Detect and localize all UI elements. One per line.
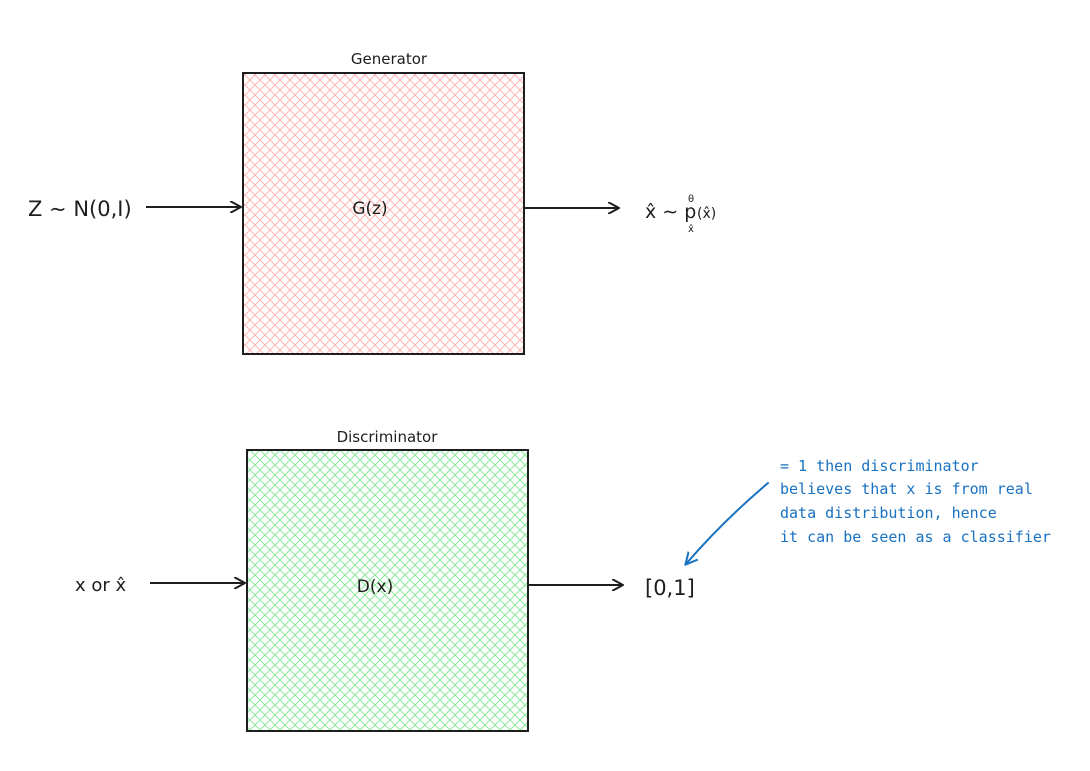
- annotation-line: it can be seen as a classifier: [780, 528, 1051, 546]
- generator-box: [242, 72, 525, 355]
- generator-input-label: Z ∼ N(0,I): [28, 197, 132, 221]
- discriminator-function-label: D(x): [357, 577, 393, 597]
- annotation-line: data distribution, hence: [780, 504, 997, 522]
- generator-output-subscript: x̂: [688, 223, 694, 235]
- discriminator-input-label: x or x̂: [75, 575, 127, 596]
- discriminator-block: Discriminator D(x): [246, 428, 529, 732]
- generator-output-argument: (x̂): [697, 206, 716, 222]
- discriminator-box: [246, 449, 529, 732]
- annotation-arrow: [686, 482, 769, 564]
- annotation-line: = 1 then discriminator: [780, 457, 979, 475]
- generator-output-superscript: θ: [688, 194, 694, 205]
- generator-output-main: x̂ ∼ p: [645, 201, 696, 223]
- discriminator-output-label: [0,1]: [645, 576, 695, 600]
- discriminator-title: Discriminator: [337, 428, 439, 446]
- annotation-note: = 1 then discriminator believes that x i…: [780, 457, 1051, 546]
- annotation-line: believes that x is from real: [780, 480, 1033, 498]
- generator-title: Generator: [351, 50, 428, 68]
- generator-output-label: x̂ ∼ p θ x̂ (x̂): [645, 194, 716, 235]
- generator-function-label: G(z): [352, 199, 387, 219]
- generator-block: Generator G(z): [242, 50, 525, 355]
